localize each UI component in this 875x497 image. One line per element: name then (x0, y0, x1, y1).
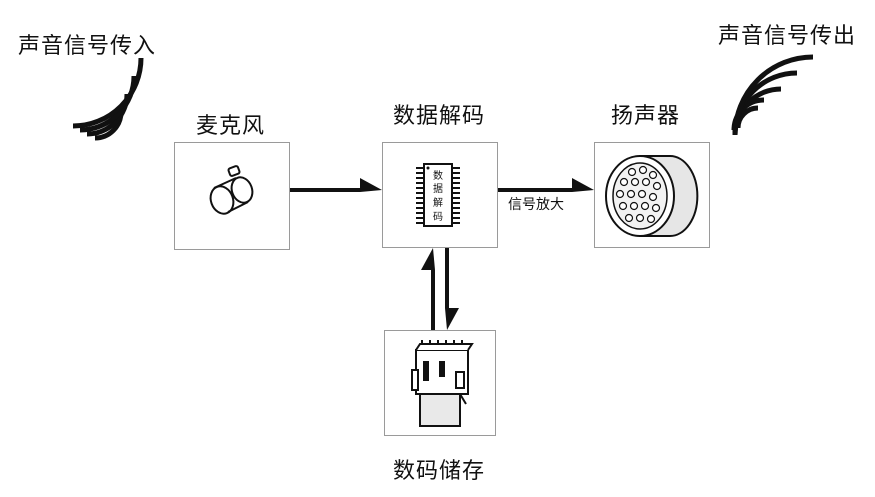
chip-char-3: 解 (433, 196, 443, 209)
signal-out-label: 声音信号传出 (718, 24, 857, 49)
sound-waves-in-icon (72, 57, 144, 141)
arrow-mic-to-decoder (290, 178, 382, 192)
decoder-label: 数据解码 (393, 104, 486, 129)
signal-in-label: 声音信号传入 (18, 34, 157, 59)
chip-icon: 数 据 解 码 (416, 163, 460, 227)
microphone-icon (209, 165, 254, 215)
chip-char-2: 据 (433, 182, 443, 195)
arrow-decoder-to-storage (445, 248, 459, 330)
speaker-label: 扬声器 (611, 104, 681, 129)
speaker-icon (605, 155, 699, 237)
chip-char-4: 码 (433, 211, 443, 223)
arrow-decoder-to-speaker (498, 178, 594, 192)
arrow-storage-to-decoder (421, 248, 435, 330)
sound-waves-out-icon (731, 54, 814, 136)
chip-char-1: 数 (433, 169, 443, 182)
sd-card-slot-icon (411, 340, 474, 427)
amplify-edge-label: 信号放大 (508, 197, 564, 213)
microphone-label: 麦克风 (196, 114, 266, 139)
storage-label: 数码储存 (393, 459, 486, 484)
